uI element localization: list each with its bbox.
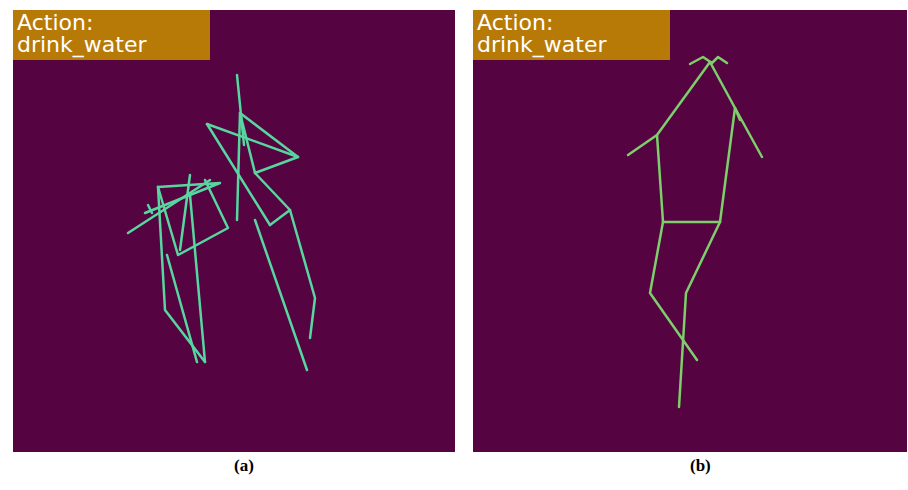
- plot-panel: [13, 10, 455, 452]
- subfigure-caption: (a): [234, 456, 254, 476]
- action-label: Action: drink_water: [477, 12, 666, 56]
- action-label: Action: drink_water: [17, 12, 206, 56]
- action-label-box: Action: drink_water: [13, 10, 210, 60]
- action-label-box: Action: drink_water: [473, 10, 670, 60]
- subfigure-caption: (b): [690, 456, 711, 476]
- plot-panel: [473, 10, 907, 452]
